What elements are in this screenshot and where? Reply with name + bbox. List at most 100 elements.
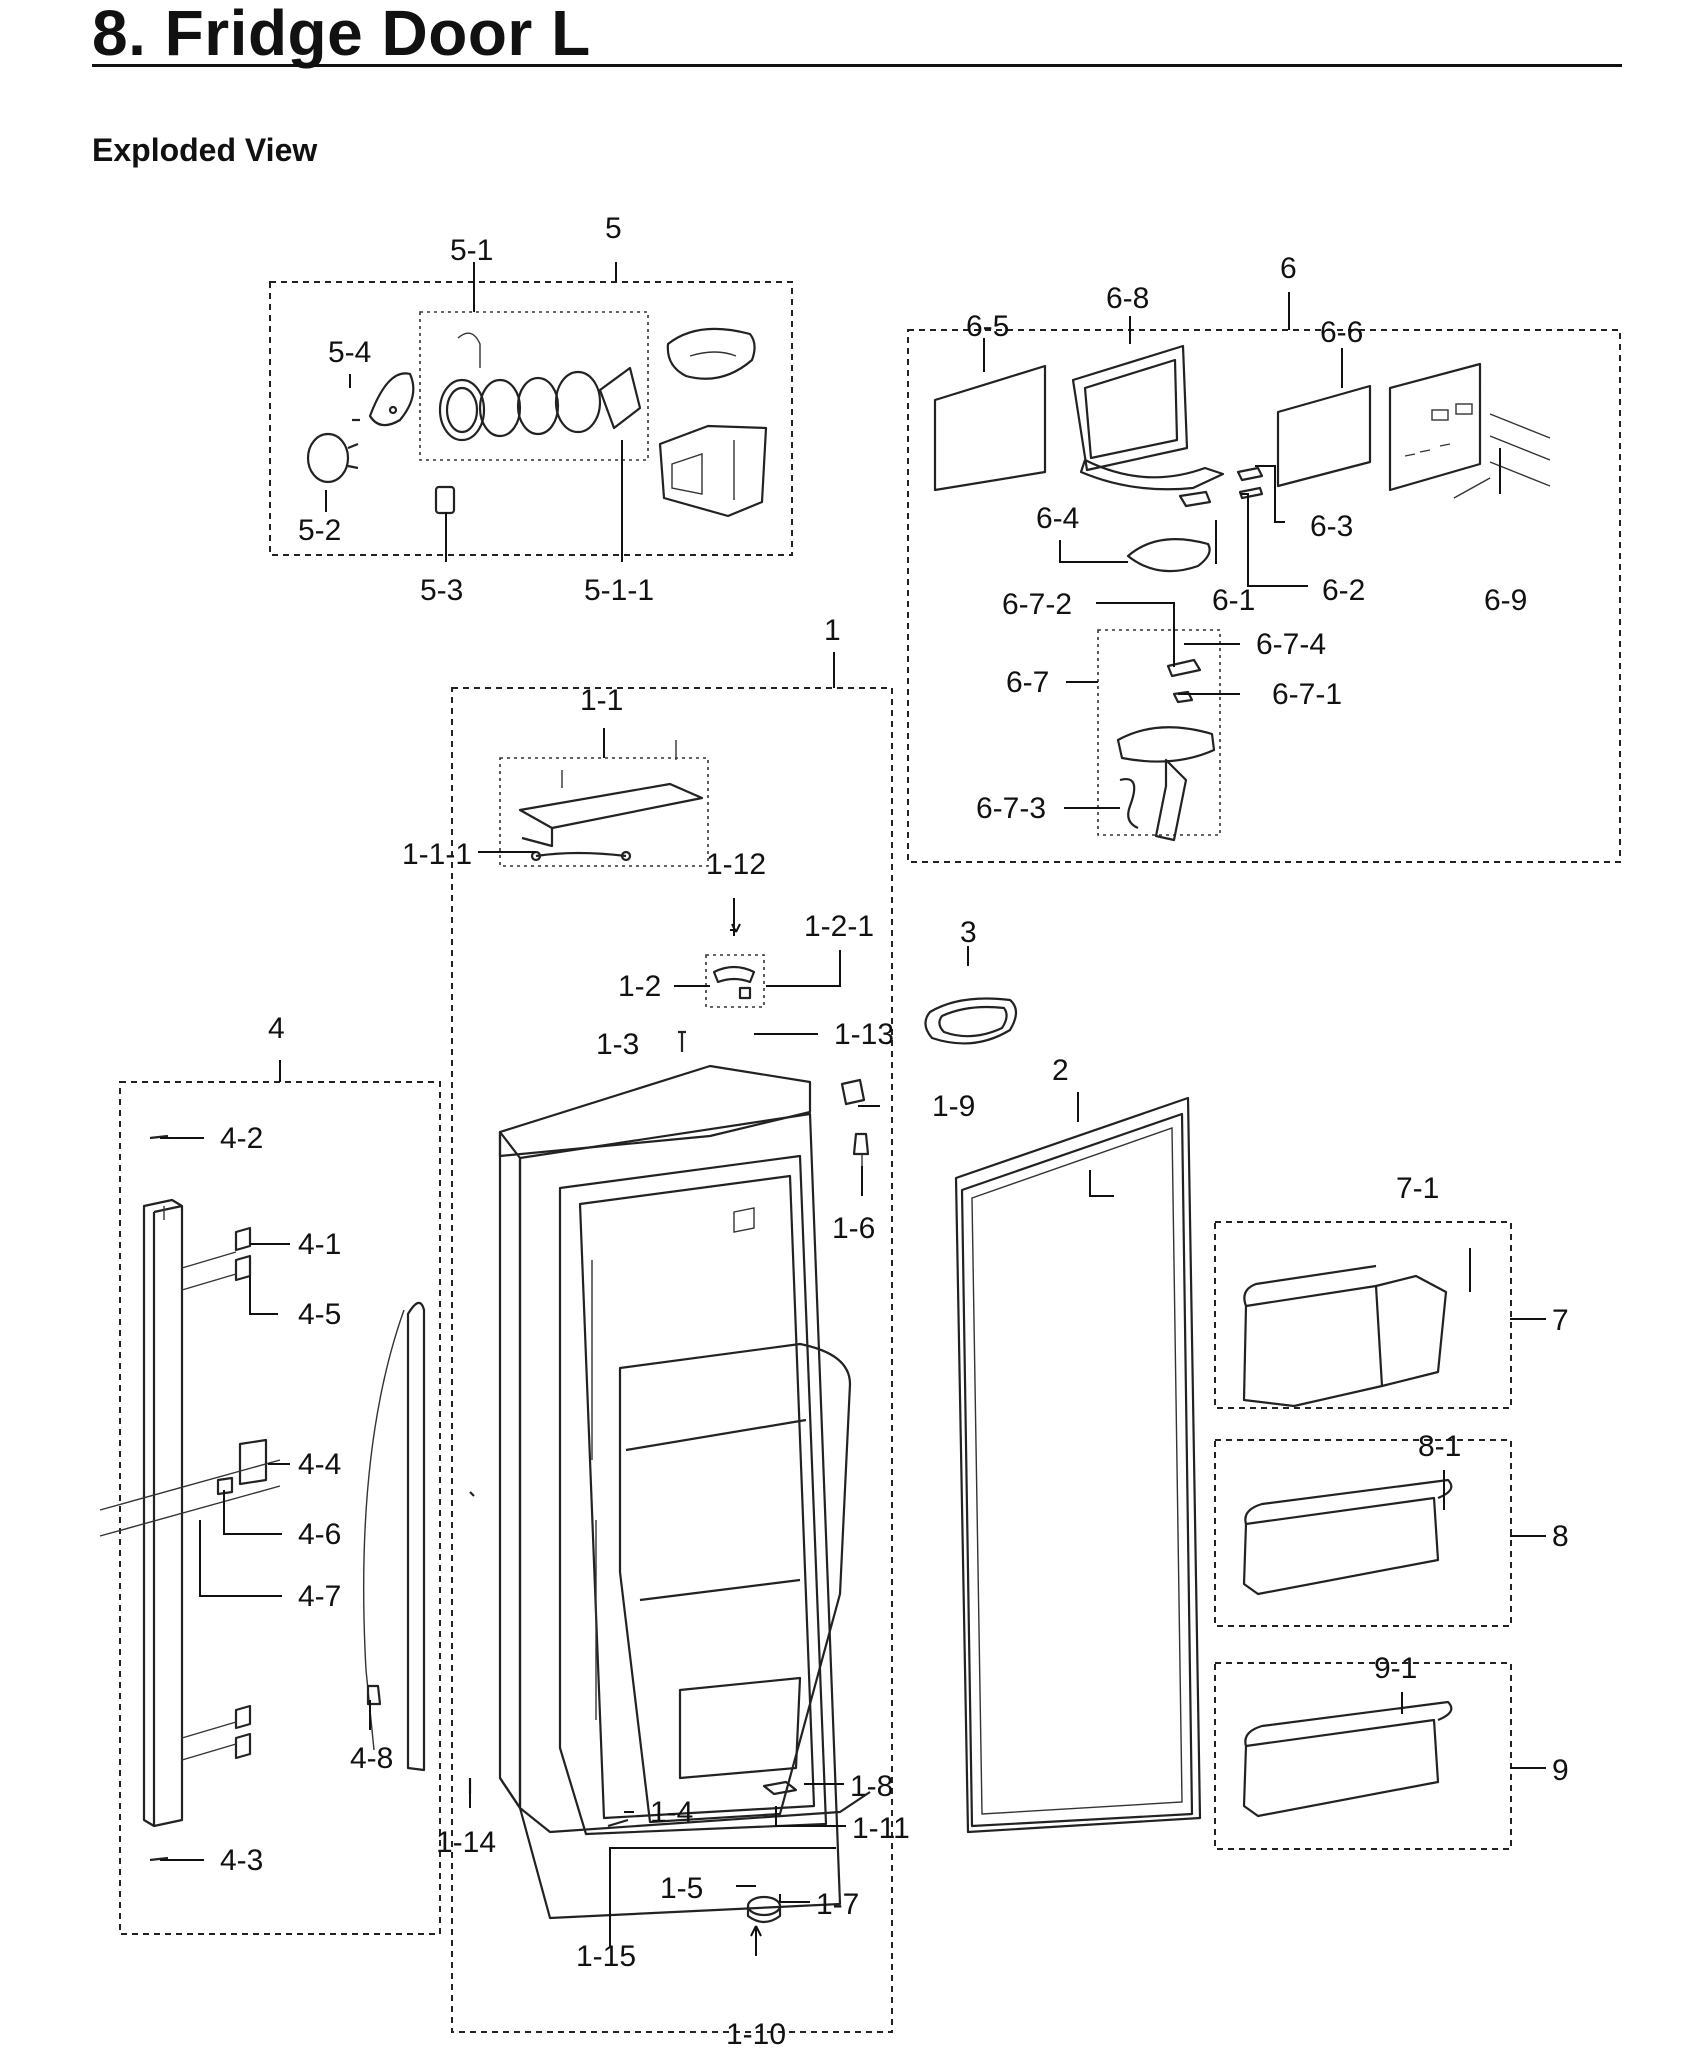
callout-9-1: 9-1 — [1374, 1652, 1417, 1685]
part-shelf-9 — [1242, 1700, 1453, 1818]
part-spring-6-2 — [1238, 486, 1264, 500]
part-cover-plate — [1388, 362, 1551, 499]
part-lever-6-4 — [1126, 538, 1211, 573]
part-actuator-6-7 — [1116, 658, 1216, 842]
callout-6-2: 6-2 — [1322, 574, 1365, 607]
part-bolts-1 — [468, 1030, 686, 1828]
part-wire-harness-4-8 — [362, 1301, 426, 1772]
part-trim-cap-bar — [142, 1198, 184, 1828]
callout-4-8: 4-8 — [350, 1742, 393, 1775]
callout-6-5: 6-5 — [966, 310, 1009, 343]
callout-1-11: 1-11 — [852, 1812, 910, 1845]
callout-6-1: 6-1 — [1212, 584, 1255, 617]
part-shelf-7 — [1242, 1264, 1448, 1408]
part-damper — [712, 965, 756, 1000]
group-box-5 — [269, 281, 793, 556]
part-cap-1-5 — [746, 1895, 782, 1924]
callout-4-3: 4-3 — [220, 1844, 263, 1877]
part-heater-wire — [530, 850, 632, 862]
part-display-film — [933, 364, 1047, 492]
part-pcb — [1276, 384, 1372, 488]
group-box-9 — [1214, 1662, 1512, 1850]
callout-6-8: 6-8 — [1106, 282, 1149, 315]
part-hinge-connector-1-9 — [840, 1078, 866, 1106]
callout-7: 7 — [1552, 1304, 1569, 1337]
part-upper-housing — [666, 327, 756, 380]
subgroup-box-1-1 — [499, 757, 709, 867]
callout-7-1: 7-1 — [1396, 1172, 1439, 1205]
callout-6-9: 6-9 — [1484, 584, 1527, 617]
callout-8-1: 8-1 — [1418, 1430, 1461, 1463]
part-lower-housing — [658, 424, 768, 518]
part-door-liner — [498, 1064, 871, 1920]
group-box-8 — [1214, 1439, 1512, 1627]
callout-1-8: 1-8 — [850, 1770, 893, 1803]
callout-1-12: 1-12 — [706, 848, 766, 881]
callout-6: 6 — [1280, 252, 1297, 285]
callout-1-7: 1-7 — [816, 1888, 859, 1921]
callout-8: 8 — [1552, 1520, 1569, 1553]
callout-5-3: 5-3 — [420, 574, 463, 607]
callout-1: 1 — [824, 614, 841, 647]
callout-1-1-1: 1-1-1 — [402, 838, 472, 871]
part-switch — [434, 485, 456, 515]
title-underline — [92, 64, 1622, 67]
callout-1-13: 1-13 — [834, 1018, 894, 1051]
callout-4-2: 4-2 — [220, 1122, 263, 1155]
callout-1-9: 1-9 — [932, 1090, 975, 1123]
callout-1-2: 1-2 — [618, 970, 661, 1003]
callout-1-1: 1-1 — [580, 684, 623, 717]
callout-1-3: 1-3 — [596, 1028, 639, 1061]
part-ring-gasket — [924, 997, 1018, 1045]
callout-6-7-4: 6-7-4 — [1256, 628, 1326, 661]
callout-5-1: 5-1 — [450, 234, 493, 267]
part-hinge-brackets-4 — [99, 1226, 281, 1761]
callout-3: 3 — [960, 916, 977, 949]
leader-lines — [160, 262, 1546, 1956]
part-gear-assembly — [438, 332, 642, 442]
subgroup-box-1-2 — [705, 954, 765, 1008]
part-motor — [306, 432, 359, 484]
part-cam-disc — [352, 372, 415, 427]
callout-6-7: 6-7 — [1006, 666, 1049, 699]
callout-1-6: 1-6 — [832, 1212, 875, 1245]
callout-6-3: 6-3 — [1310, 510, 1353, 543]
part-shelf-8 — [1242, 1478, 1453, 1596]
callout-4-1: 4-1 — [298, 1228, 341, 1261]
part-hinge-1-8 — [762, 1780, 798, 1796]
subgroup-box-5-1 — [419, 311, 649, 461]
callout-4-6: 4-6 — [298, 1518, 341, 1551]
part-panel-frame — [1071, 344, 1225, 491]
callout-6-7-3: 6-7-3 — [976, 792, 1046, 825]
callout-4-5: 4-5 — [298, 1298, 341, 1331]
section-subtitle: Exploded View — [92, 132, 318, 168]
part-door-gasket — [954, 1096, 1202, 1834]
callout-6-7-1: 6-7-1 — [1272, 678, 1342, 711]
callout-6-4: 6-4 — [1036, 502, 1079, 535]
callout-1-15: 1-15 — [576, 1940, 636, 1973]
callout-6-7-2: 6-7-2 — [1002, 588, 1072, 621]
callout-1-2-1: 1-2-1 — [804, 910, 874, 943]
subgroup-box-6-7 — [1097, 629, 1221, 836]
callout-5-1-1: 5-1-1 — [584, 574, 654, 607]
callout-4: 4 — [268, 1012, 285, 1045]
callout-1-10: 1-10 — [726, 2018, 786, 2051]
callout-5-4: 5-4 — [328, 336, 371, 369]
part-screws-4 — [149, 1134, 169, 1862]
group-box-6 — [907, 329, 1621, 863]
callout-4-4: 4-4 — [298, 1448, 341, 1481]
group-box-1 — [451, 687, 893, 2033]
callout-1-4: 1-4 — [650, 1796, 693, 1829]
callout-1-5: 1-5 — [660, 1872, 703, 1905]
group-box-7 — [1214, 1221, 1512, 1409]
page-title: 8. Fridge Door L — [92, 0, 591, 69]
callout-6-6: 6-6 — [1320, 316, 1363, 349]
part-top-cover — [518, 740, 704, 848]
callout-4-7: 4-7 — [298, 1580, 341, 1613]
callout-labels: 5 5-1 5-4 5-2 5-3 5-1-1 6 6-8 6-5 6-6 6-… — [220, 212, 1569, 2051]
callout-5: 5 — [605, 212, 622, 245]
callout-9: 9 — [1552, 1754, 1569, 1787]
callout-1-14: 1-14 — [436, 1826, 496, 1859]
callout-2: 2 — [1052, 1054, 1069, 1087]
